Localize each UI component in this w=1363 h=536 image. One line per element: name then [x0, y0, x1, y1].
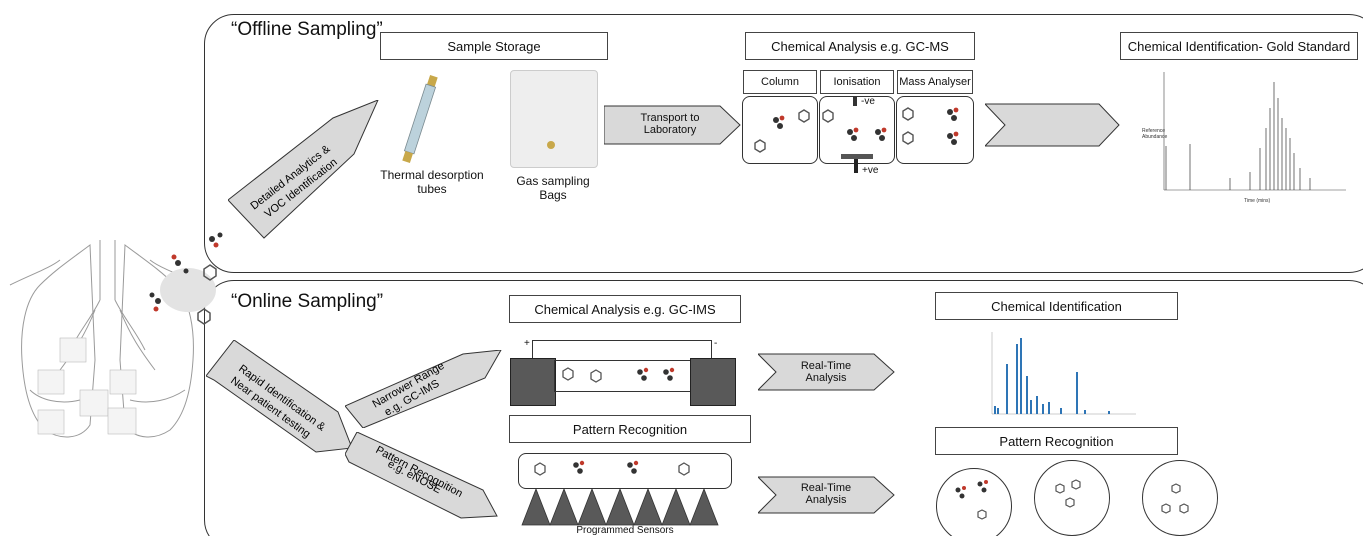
enose-molecules: [534, 460, 690, 476]
thermal-desorption-tube-image: [402, 74, 438, 164]
offline-title: “Offline Sampling”: [231, 19, 383, 40]
bags-label: Gas sampling Bags: [516, 174, 590, 202]
gcms-molecules: [754, 107, 959, 153]
chem-id-label: Chemical Identification: [935, 292, 1178, 320]
plus-label: +: [524, 338, 530, 349]
chem-id-gold-label: Chemical Identification- Gold Standard: [1120, 32, 1358, 60]
lungs-illustration: [9, 240, 206, 438]
online-title: “Online Sampling”: [231, 291, 384, 312]
mass-analyser-label: Mass Analyser: [897, 70, 973, 94]
column-label: Column: [743, 70, 817, 94]
detailed-analytics-arrow: Detailed Analytics & VOC Identification: [228, 100, 379, 239]
narrower-range-arrow: Narrower Range e.g. GC-IMS: [345, 350, 502, 428]
rapid-identification-arrow: Rapid Identification & Near patient test…: [206, 340, 353, 453]
ims-bar-chart-image: [980, 326, 1140, 422]
pattern-enose-arrow: Pattern Recognition e.g. eNOSE: [345, 432, 498, 519]
positive-block: [510, 358, 556, 406]
svg-text:Time (mins): Time (mins): [1244, 198, 1271, 204]
mass-analyser-chamber: [896, 96, 974, 164]
column-chamber: [742, 96, 818, 164]
svg-text:Reference: Reference: [1142, 128, 1165, 134]
transport-arrow: [604, 105, 741, 145]
programmed-sensors-array: [521, 487, 719, 526]
minus-label: -: [714, 338, 718, 349]
programmed-sensors-label: Programmed Sensors: [576, 525, 674, 536]
chem-analysis-gcims-label: Chemical Analysis e.g. GC-IMS: [509, 295, 741, 323]
pattern-recognition-label: Pattern Recognition: [509, 415, 751, 443]
svg-text:Abundance: Abundance: [1142, 134, 1168, 140]
chem-analysis-gcms-label: Chemical Analysis e.g. GC-MS: [745, 32, 975, 60]
to-identification-chevron: [985, 103, 1120, 147]
ionisation-label: Ionisation: [820, 70, 894, 94]
pattern-recognition-right-label: Pattern Recognition: [935, 427, 1178, 455]
gcims-molecules: [562, 367, 675, 383]
gas-sampling-bag-image: [510, 70, 598, 168]
gcims-circuit-wire: [532, 340, 712, 361]
negative-block: [690, 358, 736, 406]
transport-label: Transport to Laboratory: [640, 112, 700, 136]
realtime-label-2: Real-Time Analysis: [800, 482, 852, 506]
tubes-label: Thermal desorption tubes: [380, 168, 484, 196]
positive-electrode: [854, 159, 858, 173]
realtime-label-1: Real-Time Analysis: [800, 360, 852, 384]
cluster-molecules: [955, 479, 1189, 520]
realtime-arrow-2: [758, 476, 895, 514]
sample-storage-label: Sample Storage: [380, 32, 608, 60]
negative-label: -ve: [861, 96, 875, 107]
sensor-chamber: [518, 453, 732, 489]
realtime-arrow-1: [758, 353, 895, 391]
bag-valve-icon: [547, 141, 555, 149]
negative-electrode: [853, 96, 857, 106]
positive-label: +ve: [862, 165, 879, 176]
exhaled-voc-cloud: [149, 232, 223, 325]
positive-plate: [841, 154, 873, 159]
cluster-circle-1: [936, 468, 1012, 536]
